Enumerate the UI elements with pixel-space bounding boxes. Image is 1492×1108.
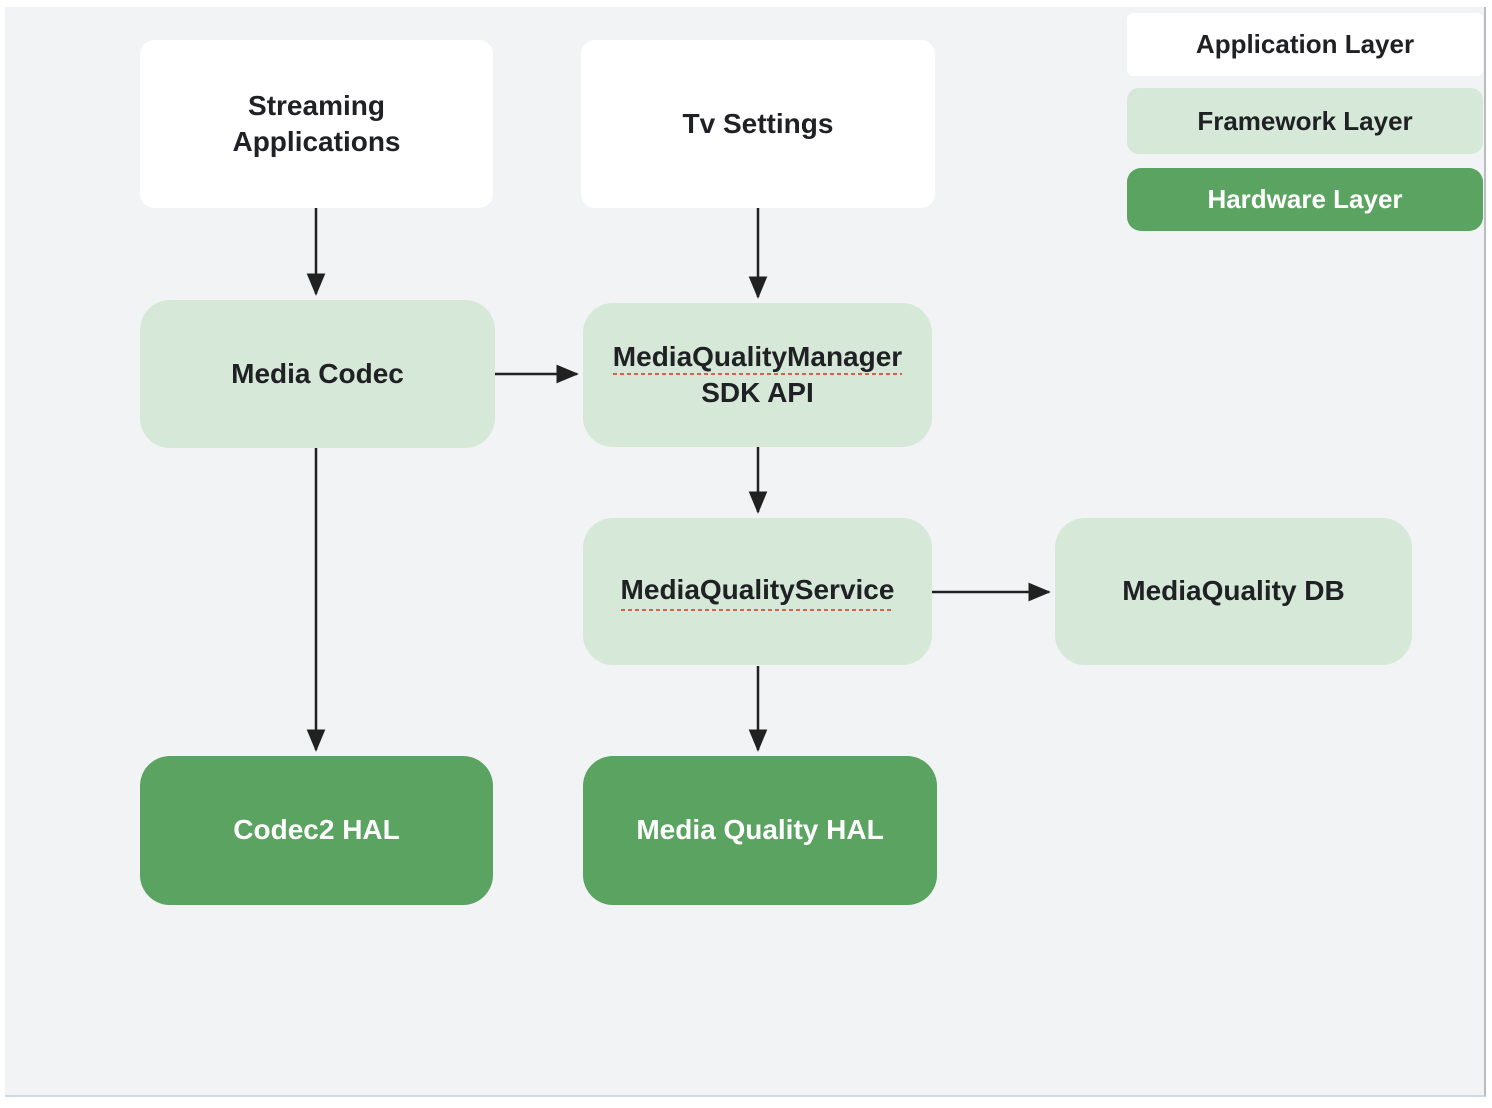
node-label-line2: SDK API xyxy=(701,377,814,408)
node-mediaqualityservice: MediaQualityService xyxy=(583,518,932,665)
legend-label: Application Layer xyxy=(1195,29,1415,59)
node-label: MediaQuality DB xyxy=(1122,575,1345,607)
legend-framework-layer: Framework Layer xyxy=(1127,88,1483,154)
node-label: MediaQualityManager SDK API xyxy=(612,339,903,412)
node-label: Media Quality HAL xyxy=(636,814,884,846)
node-label-line1: MediaQualityManager xyxy=(612,340,903,375)
node-mediaqualitymanager-sdk-api: MediaQualityManager SDK API xyxy=(583,303,932,447)
legend-hardware-layer: Hardware Layer xyxy=(1127,168,1483,231)
legend-label: Framework Layer xyxy=(1197,105,1413,136)
node-label: MediaQualityService xyxy=(620,571,895,612)
node-media-codec: Media Codec xyxy=(140,300,495,448)
node-streaming-applications: Streaming Applications xyxy=(140,40,493,208)
node-tv-settings: Tv Settings xyxy=(581,40,935,208)
legend-application-layer: Application Layer xyxy=(1127,13,1483,76)
node-mediaquality-db: MediaQuality DB xyxy=(1055,518,1412,665)
node-codec2-hal: Codec2 HAL xyxy=(140,756,493,905)
node-label: Tv Settings xyxy=(682,107,834,139)
legend-label: Hardware Layer xyxy=(1207,184,1403,214)
node-label: Streaming Applications xyxy=(232,89,401,157)
node-label: Media Codec xyxy=(231,357,404,389)
node-label: Codec2 HAL xyxy=(233,814,400,846)
node-media-quality-hal: Media Quality HAL xyxy=(583,756,937,905)
